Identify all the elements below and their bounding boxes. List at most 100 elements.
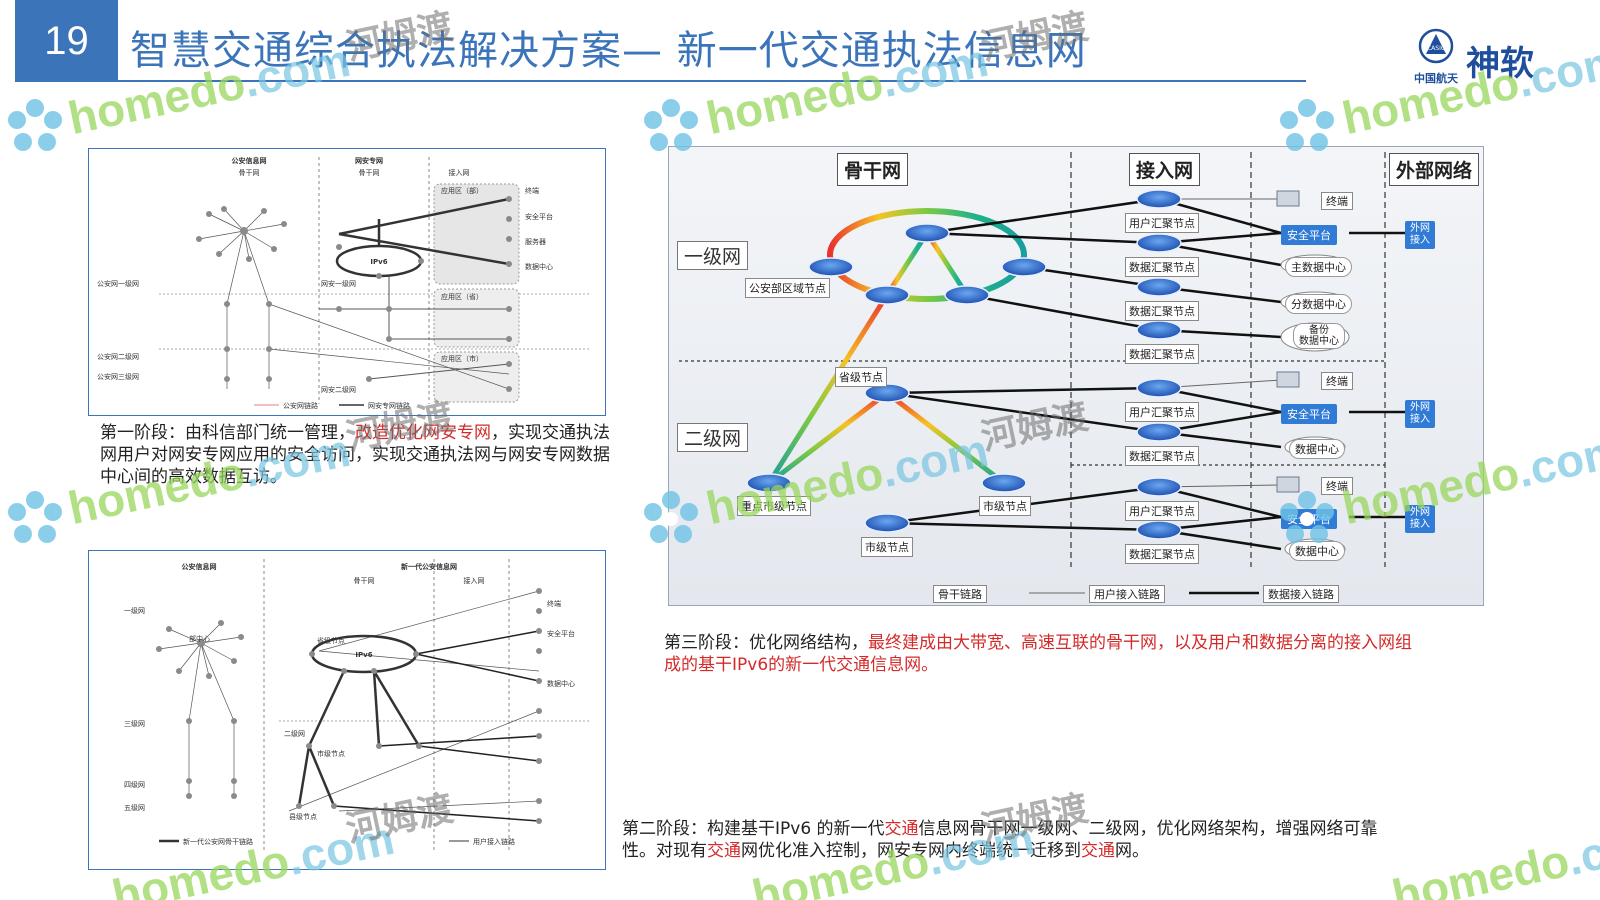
province-node-label: 省级节点 bbox=[835, 367, 887, 387]
s1-row-1: 公安网一级网 bbox=[97, 279, 139, 288]
logo-text: 神软 bbox=[1466, 44, 1534, 84]
s1-row-2: 网安一级网 bbox=[321, 279, 356, 288]
ext1-line2: 接入 bbox=[1410, 235, 1430, 246]
city-node-label-a: 市级节点 bbox=[979, 496, 1031, 516]
security-platform-3: 安全平台 bbox=[1281, 509, 1337, 529]
key-city-node-label: 重点市级节点 bbox=[737, 496, 811, 516]
security-platform-1: 安全平台 bbox=[1281, 225, 1337, 245]
s1-row-5: 网安二级网 bbox=[321, 385, 356, 394]
s1-section-3: 应用区（市） bbox=[441, 354, 483, 363]
logo-subtext: 中国航天 bbox=[1414, 72, 1458, 85]
access-node-a1: 用户汇聚节点 bbox=[1125, 213, 1199, 233]
stage1-network-diagram: 公安信息网 网安专网 接入网 骨干网 骨干网 IPv6 bbox=[97, 156, 589, 410]
access-node-b2: 数据汇聚节点 bbox=[1125, 446, 1199, 466]
s2-node-3: 市级节点 bbox=[317, 749, 345, 758]
data-center-3: 数据中心 bbox=[1289, 541, 1345, 561]
s2-header-1: 公安信息网 bbox=[182, 562, 217, 571]
watermark-brand: homedo.com bbox=[1388, 811, 1600, 900]
stage2-network-diagram: 公安信息网 新一代公安信息网 骨干网 接入网 IPv6 bbox=[124, 559, 589, 851]
s2-node-1: 部中心 bbox=[189, 634, 210, 643]
s1-terminal-4: 数据中心 bbox=[525, 262, 553, 271]
external-access-3: 外网 接入 bbox=[1405, 505, 1435, 533]
stage3-text: 第三阶段：优化网络结构， bbox=[664, 633, 868, 653]
access-node-a2: 数据汇聚节点 bbox=[1125, 257, 1199, 277]
stage1-highlight: 改造优化网安专网 bbox=[355, 423, 491, 443]
s1-legend-2: 网安专网链路 bbox=[368, 401, 410, 410]
terminal-label-1: 终端 bbox=[1321, 192, 1353, 210]
s1-section-1: 应用区（部） bbox=[441, 186, 483, 195]
wm6-dotcom: .com bbox=[1512, 423, 1600, 497]
wm9-dotcom: .com bbox=[1562, 811, 1600, 885]
backup-data-center: 备份 数据中心 bbox=[1293, 323, 1345, 349]
header-access: 接入网 bbox=[1129, 153, 1201, 186]
logo-mark-text: CASIC bbox=[1427, 45, 1445, 52]
ext2-line1: 外网 bbox=[1410, 402, 1430, 413]
watermark-flower-icon bbox=[8, 491, 62, 543]
s2-row-5: 五级网 bbox=[124, 803, 145, 812]
stage1-diagram-panel: 公安信息网 网安专网 接入网 骨干网 骨干网 IPv6 bbox=[88, 148, 606, 416]
wm9-brand: homedo bbox=[1387, 834, 1574, 900]
access-node-b1: 用户汇聚节点 bbox=[1125, 402, 1199, 422]
ext3-line2: 接入 bbox=[1410, 519, 1430, 530]
access-node-a4: 数据汇聚节点 bbox=[1125, 344, 1199, 364]
s1-terminal-3: 服务器 bbox=[525, 237, 546, 246]
stage3-network-diagram: 骨干网 接入网 外部网络 一级网 二级网 公安部区域节点 省级节点 重点市级节点… bbox=[668, 146, 1484, 606]
ministry-node-label: 公安部区域节点 bbox=[745, 278, 830, 298]
s1-header-3: 接入网 bbox=[449, 168, 470, 177]
watermark-flower-icon bbox=[8, 99, 62, 151]
s2-legend-2: 用户接入链路 bbox=[473, 837, 515, 846]
external-access-1: 外网 接入 bbox=[1405, 221, 1435, 249]
access-node-c1: 用户汇聚节点 bbox=[1125, 501, 1199, 521]
s2-subheader-1: 骨干网 bbox=[354, 577, 375, 585]
level1-label: 一级网 bbox=[677, 241, 749, 270]
s1-ipv6-label: IPv6 bbox=[370, 258, 387, 266]
backup-line-1: 备份 bbox=[1309, 325, 1329, 336]
stage2-highlight-2: 交通 bbox=[707, 841, 741, 861]
s1-section-2: 应用区（省） bbox=[441, 292, 483, 301]
s1-terminal-2: 安全平台 bbox=[525, 212, 553, 221]
stage3-links bbox=[679, 152, 1411, 596]
stage1-text-b: ，实现交通执法网用户对网安专网应用的安全访问，实现交通执法网与网安专网数据中心间… bbox=[100, 423, 610, 487]
legend-user-link: 用户接入链路 bbox=[1089, 585, 1165, 603]
stage3-caption: 第三阶段：优化网络结构，最终建成由大带宽、高速互联的骨干网，以及用户和数据分离的… bbox=[664, 632, 1424, 676]
s1-subheader-2: 骨干网 bbox=[359, 169, 380, 177]
s2-row-2: 二级网 bbox=[284, 729, 305, 738]
stage3-highlight: 最终建成由大带宽、高速互联的骨干网，以及用户和数据分离的接入网组成的基干IPv6… bbox=[664, 633, 1412, 675]
stage2-highlight-1: 交通 bbox=[884, 819, 919, 839]
s1-terminal-1: 终端 bbox=[525, 186, 539, 195]
stage2-text-2: 信息网骨干网一级网、二级网，优化网络架构，增强网络可靠性。对现有 bbox=[622, 819, 1378, 861]
terminal-label-3: 终端 bbox=[1321, 477, 1353, 495]
access-node-a3: 数据汇聚节点 bbox=[1125, 301, 1199, 321]
s2-terminal-1: 终端 bbox=[547, 599, 561, 608]
stage2-text-4: 网。 bbox=[1115, 841, 1149, 861]
title-underline bbox=[118, 80, 1306, 82]
city-node-label-b: 市级节点 bbox=[861, 537, 913, 557]
branch-data-center: 分数据中心 bbox=[1285, 294, 1352, 314]
stage2-highlight-3: 交通 bbox=[1081, 841, 1115, 861]
s1-row-4: 公安网三级网 bbox=[97, 372, 139, 381]
stage2-caption: 第二阶段：构建基干IPv6 的新一代交通信息网骨干网一级网、二级网，优化网络架构… bbox=[622, 818, 1402, 862]
main-data-center: 主数据中心 bbox=[1285, 257, 1352, 277]
s2-terminal-3: 数据中心 bbox=[547, 679, 575, 688]
s2-header-2: 新一代公安信息网 bbox=[401, 562, 457, 571]
s2-row-1: 一级网 bbox=[124, 606, 145, 615]
stage2-text-3: 网优化准入控制，网安专网内终端统一迁移到 bbox=[741, 841, 1081, 861]
ext3-line1: 外网 bbox=[1410, 507, 1430, 518]
s1-header-2: 网安专网 bbox=[355, 156, 383, 165]
ext2-line2: 接入 bbox=[1410, 414, 1430, 425]
terminal-label-2: 终端 bbox=[1321, 372, 1353, 390]
s1-subheader-1: 骨干网 bbox=[239, 169, 260, 177]
access-node-c2: 数据汇聚节点 bbox=[1125, 544, 1199, 564]
page-number: 19 bbox=[15, 0, 118, 82]
stage1-text-a: 第一阶段：由科信部门统一管理， bbox=[100, 423, 355, 443]
s2-legend-1: 新一代公安网骨干链路 bbox=[183, 837, 253, 846]
stage2-diagram-panel: 公安信息网 新一代公安信息网 骨干网 接入网 IPv6 bbox=[88, 550, 606, 870]
header-backbone: 骨干网 bbox=[837, 153, 909, 186]
external-access-2: 外网 接入 bbox=[1405, 400, 1435, 428]
security-platform-2: 安全平台 bbox=[1281, 404, 1337, 424]
legend-data-link: 数据接入链路 bbox=[1263, 585, 1339, 603]
backup-line-2: 数据中心 bbox=[1299, 336, 1339, 347]
s2-terminal-2: 安全平台 bbox=[547, 629, 575, 638]
s1-header-1: 公安信息网 bbox=[232, 156, 267, 165]
legend-backbone: 骨干链路 bbox=[933, 585, 987, 603]
